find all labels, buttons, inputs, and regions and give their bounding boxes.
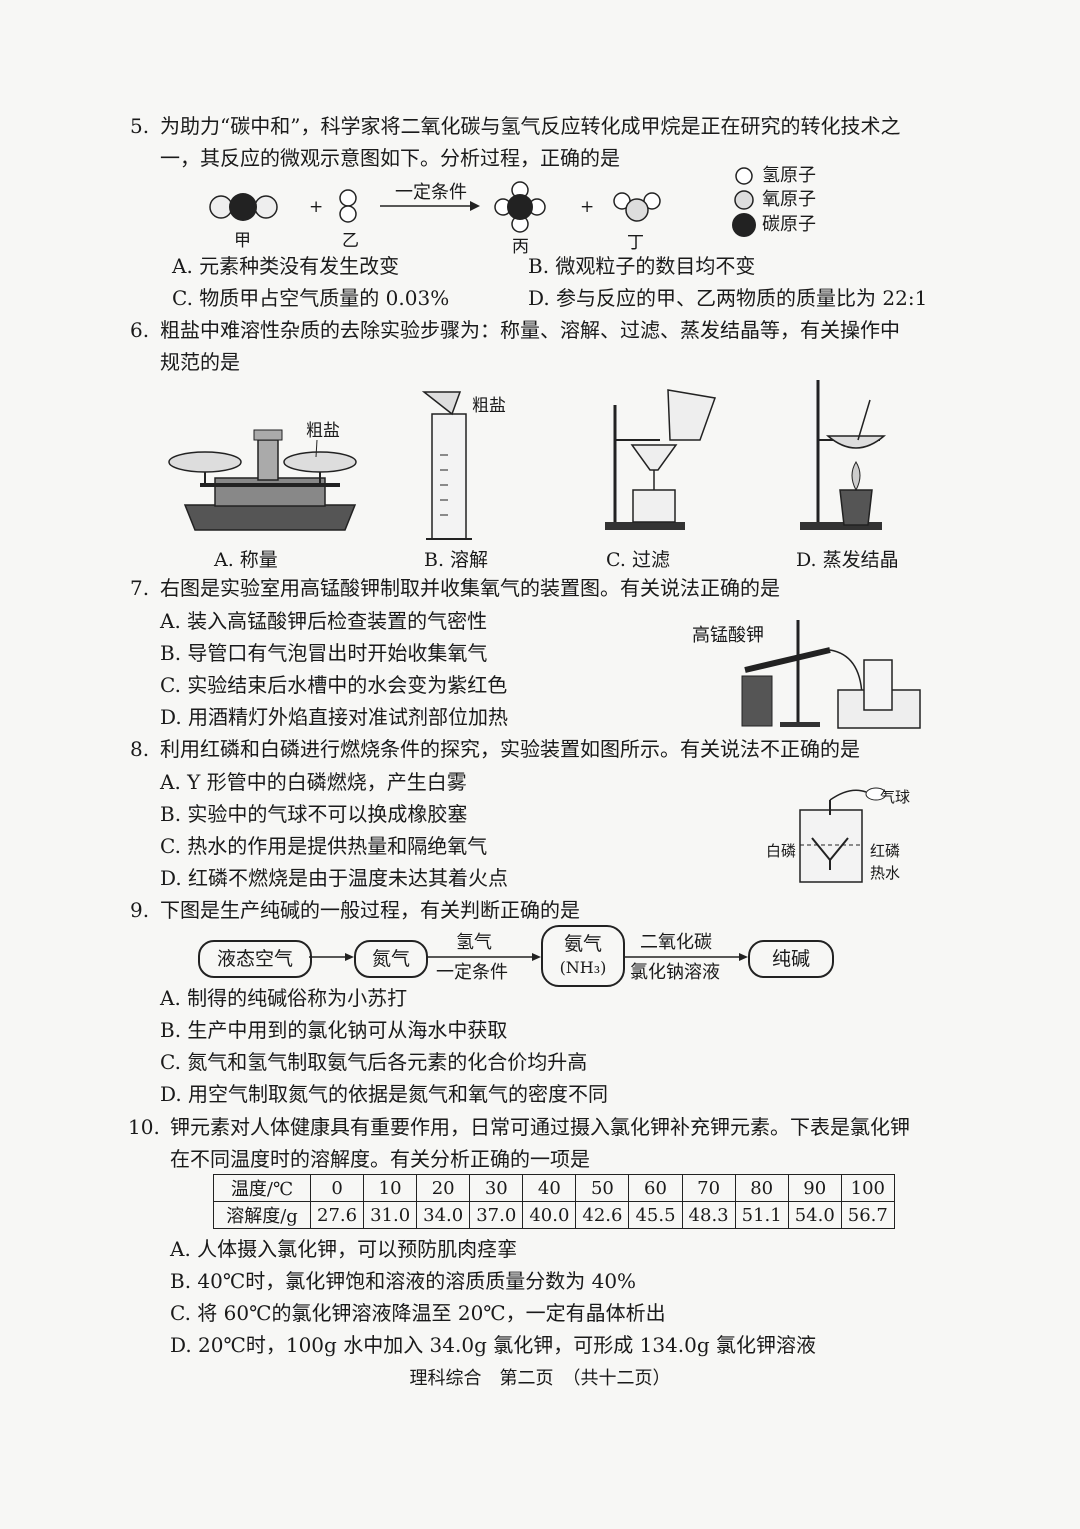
- q8-stem-line1: 利用红磷和白磷进行燃烧条件的探究，实验装置如图所示。有关说法不正确的是: [160, 737, 860, 761]
- q10-stem-line2: 在不同温度时的溶解度。有关分析正确的一项是: [170, 1147, 590, 1171]
- table-head-solubility: 溶解度/g: [213, 1201, 311, 1229]
- table-cell: 70: [681, 1174, 736, 1202]
- table-cell: 31.0: [363, 1201, 418, 1229]
- table-cell: 10: [363, 1174, 418, 1202]
- q6-caption-c: C. 过滤: [606, 549, 670, 571]
- q9-stem-line1: 下图是生产纯碱的一般过程，有关判断正确的是: [160, 898, 580, 922]
- q7-option-c: C. 实验结束后水槽中的水会变为紫红色: [160, 673, 508, 697]
- flow-box-ammonia: 氨气 (NH₃): [541, 925, 625, 987]
- q9-option-a: A. 制得的纯碱俗称为小苏打: [160, 986, 408, 1010]
- table-cell: 45.5: [628, 1201, 683, 1229]
- table-cell: 90: [787, 1174, 842, 1202]
- table-cell: 40: [522, 1174, 577, 1202]
- q6-stem-line1: 粗盐中难溶性杂质的去除实验步骤为：称量、溶解、过滤、蒸发结晶等，有关操作中: [160, 318, 900, 342]
- q8-label-balloon: 气球: [880, 788, 911, 806]
- table-head-temp: 温度/℃: [213, 1174, 311, 1202]
- q5-stem-line1: 为助力“碳中和”，科学家将二氧化碳与氢气反应转化成甲烷是正在研究的转化技术之: [160, 114, 901, 138]
- phosphorus-figure: [799, 787, 887, 883]
- q9-option-d: D. 用空气制取氮气的依据是氮气和氧气的密度不同: [160, 1082, 609, 1106]
- q5-label-jia: 甲: [234, 231, 251, 251]
- q5-condition: 一定条件: [395, 182, 467, 203]
- q10-stem-line1: 钾元素对人体健康具有重要作用，日常可通过摄入氯化钾补充钾元素。下表是氯化钾: [170, 1115, 910, 1139]
- q8-option-c: C. 热水的作用是提供热量和隔绝氧气: [160, 834, 488, 858]
- q8-option-d: D. 红磷不燃烧是由于温度未达其着火点: [160, 866, 509, 890]
- q6-stem-line2: 规范的是: [160, 350, 240, 374]
- q5-plus-1: +: [309, 197, 324, 217]
- q10-option-d: D. 20℃时，100g 水中加入 34.0g 氯化钾，可形成 134.0g 氯…: [170, 1333, 817, 1357]
- q8-option-a: A. Y 形管中的白磷燃烧，产生白雾: [160, 770, 467, 794]
- q7-fig-label: 高锰酸钾: [692, 625, 764, 646]
- q6-caption-b: B. 溶解: [424, 549, 489, 571]
- table-cell: 48.3: [681, 1201, 736, 1229]
- q8-option-b: B. 实验中的气球不可以换成橡胶塞: [160, 802, 468, 826]
- q6-salt-label-b: 粗盐: [472, 396, 506, 416]
- solubility-table: 温度/℃ 0 10 20 30 40 50 60 70 80 90 100 溶解…: [213, 1174, 895, 1229]
- table-cell: 34.0: [416, 1201, 471, 1229]
- table-cell: 56.7: [840, 1201, 895, 1229]
- q6-caption-a: A. 称量: [214, 549, 278, 571]
- q8-label-hot-water: 热水: [870, 864, 901, 882]
- flow-arrows: [309, 953, 748, 961]
- q5-option-d: D. 参与反应的甲、乙两物质的质量比为 22:1: [528, 286, 928, 310]
- table-cell: 100: [840, 1174, 895, 1202]
- table-row: 温度/℃ 0 10 20 30 40 50 60 70 80 90 100: [213, 1174, 895, 1202]
- q7-option-b: B. 导管口有气泡冒出时开始收集氧气: [160, 641, 488, 665]
- page-footer: 理科综合 第二页 （共十二页）: [409, 1368, 671, 1389]
- flow-bottom-nacl: 氯化钠溶液: [630, 962, 720, 983]
- q9-option-b: B. 生产中用到的氯化钠可从海水中获取: [160, 1018, 508, 1042]
- flow-box-nitrogen: 氮气: [354, 940, 428, 978]
- table-cell: 37.0: [469, 1201, 524, 1229]
- q5-number: 5.: [130, 114, 150, 138]
- table-cell: 40.0: [522, 1201, 577, 1229]
- table-cell: 54.0: [787, 1201, 842, 1229]
- q5-label-yi: 乙: [342, 231, 359, 251]
- q7-option-a: A. 装入高锰酸钾后检查装置的气密性: [160, 609, 488, 633]
- q10-option-b: B. 40℃时，氯化钾饱和溶液的溶质质量分数为 40%: [170, 1269, 637, 1293]
- q7-number: 7.: [130, 576, 150, 600]
- q5-option-a: A. 元素种类没有发生改变: [172, 254, 400, 278]
- table-cell: 80: [734, 1174, 789, 1202]
- q5-reaction-diagram: [209, 167, 756, 237]
- table-cell: 27.6: [309, 1201, 365, 1229]
- q5-stem-line2: 一，其反应的微观示意图如下。分析过程，正确的是: [160, 146, 620, 170]
- balance-figure: [168, 380, 887, 540]
- q8-number: 8.: [130, 737, 150, 761]
- table-cell: 51.1: [734, 1201, 789, 1229]
- q5-option-c: C. 物质甲占空气质量的 0.03%: [172, 286, 450, 310]
- table-cell: 0: [309, 1174, 365, 1202]
- flow-box-soda: 纯碱: [748, 940, 834, 978]
- table-cell: 30: [469, 1174, 524, 1202]
- q8-label-red-p: 红磷: [870, 842, 901, 860]
- q5-option-b: B. 微观粒子的数目均不变: [528, 254, 756, 278]
- q6-caption-d: D. 蒸发结晶: [796, 549, 899, 571]
- q7-option-d: D. 用酒精灯外焰直接对准试剂部位加热: [160, 705, 509, 729]
- q8-label-white-p: 白磷: [766, 842, 797, 860]
- q5-legend-c: 碳原子: [762, 214, 816, 235]
- q5-plus-2: +: [580, 197, 595, 217]
- table-cell: 60: [628, 1174, 683, 1202]
- q9-option-c: C. 氮气和氢气制取氨气后各元素的化合价均升高: [160, 1050, 588, 1074]
- q10-option-c: C. 将 60℃的氯化钾溶液降温至 20℃，一定有晶体析出: [170, 1301, 666, 1325]
- table-row: 溶解度/g 27.6 31.0 34.0 37.0 40.0 42.6 45.5…: [213, 1201, 895, 1229]
- oxygen-apparatus-figure: [741, 620, 921, 729]
- q5-label-ding: 丁: [627, 233, 644, 253]
- table-cell: 50: [575, 1174, 630, 1202]
- table-cell: 20: [416, 1174, 471, 1202]
- q5-legend-h: 氢原子: [762, 165, 816, 186]
- flow-bottom-condition: 一定条件: [436, 962, 508, 983]
- flow-ammonia-name: 氨气: [563, 933, 602, 955]
- q10-number: 10.: [128, 1115, 160, 1139]
- q5-label-bing: 丙: [512, 237, 529, 257]
- q6-number: 6.: [130, 318, 150, 342]
- q6-salt-label-a: 粗盐: [306, 421, 340, 441]
- q5-legend-o: 氧原子: [762, 189, 816, 210]
- flow-ammonia-formula: (NH₃): [559, 958, 607, 977]
- table-cell: 42.6: [575, 1201, 630, 1229]
- flow-box-liquid-air: 液态空气: [198, 940, 312, 978]
- q7-stem-line1: 右图是实验室用高锰酸钾制取并收集氧气的装置图。有关说法正确的是: [160, 576, 780, 600]
- q9-number: 9.: [130, 898, 150, 922]
- q10-option-a: A. 人体摄入氯化钾，可以预防肌肉痉挛: [170, 1237, 518, 1261]
- flow-top-co2: 二氧化碳: [640, 932, 712, 953]
- flow-top-hydrogen: 氢气: [456, 932, 492, 953]
